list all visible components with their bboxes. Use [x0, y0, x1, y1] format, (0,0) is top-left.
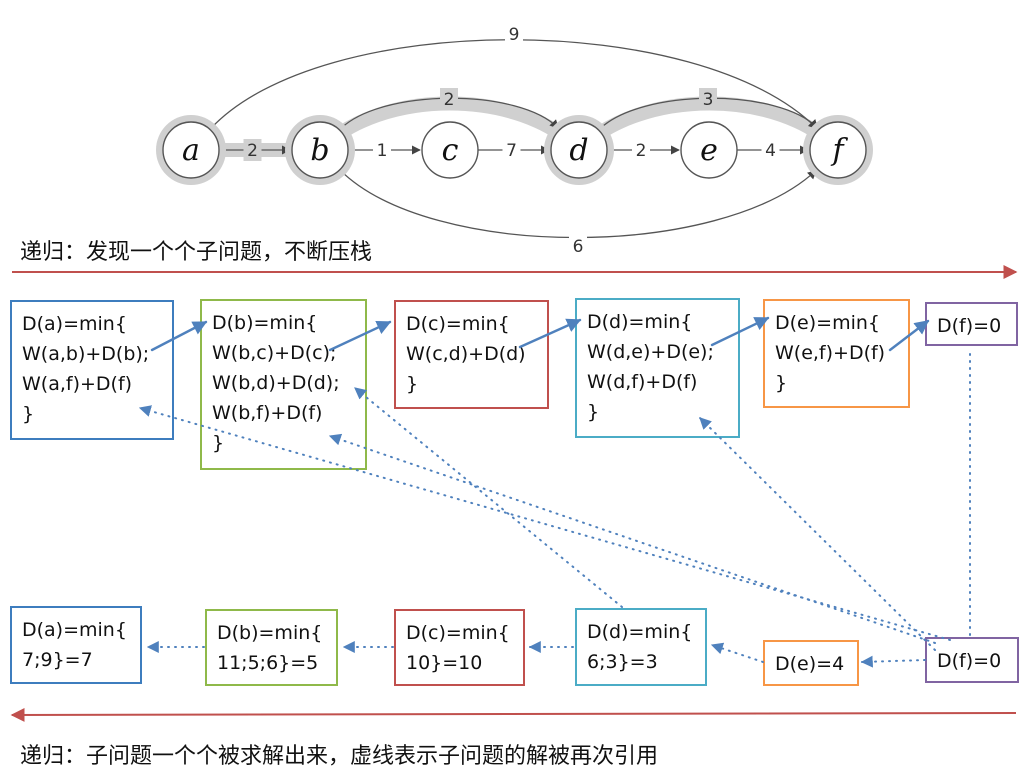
- edge-label-bg: [569, 235, 587, 257]
- top-box-d-b: D(b)=min{ W(b,c)+D(c); W(b,d)+D(d); W(b,f)+…: [200, 299, 367, 470]
- bottom-box-d-b: D(b)=min{ 11;5;6}=5: [205, 609, 338, 686]
- dotted-f-to-d: [699, 417, 936, 651]
- formula-line: W(e,f)+D(f): [775, 342, 886, 364]
- formula-line: D(e)=4: [775, 653, 845, 675]
- formula-line: D(b)=min{: [212, 312, 318, 334]
- edge-label-bg: [373, 139, 391, 161]
- formula-line: W(d,e)+D(e);: [587, 341, 714, 363]
- top-caption: 递归：发现一个个子问题，不断压栈: [20, 240, 373, 265]
- formula-line: }: [22, 403, 35, 425]
- dotted-f-to-e: [860, 655, 926, 668]
- formula-line: W(b,c)+D(c);: [212, 342, 337, 364]
- node-a: [162, 121, 220, 179]
- node-d: [550, 121, 608, 179]
- node-label-d: d: [569, 133, 588, 168]
- edge-weight-c-d: 7: [506, 141, 517, 161]
- formula-line: W(b,f)+D(f): [212, 402, 323, 424]
- edge-label-bg: [761, 139, 780, 161]
- edge-weight-e-f: 4: [765, 141, 776, 161]
- formula-line: 7;9}=7: [22, 649, 93, 671]
- edge-weight-b-f: 6: [573, 237, 584, 257]
- formula-line: 10}=10: [406, 652, 483, 674]
- formula-line: D(d)=min{: [587, 621, 693, 643]
- top-box-d-d: D(d)=min{ W(d,e)+D(e); W(d,f)+D(f)}: [575, 298, 740, 438]
- formula-line: W(d,f)+D(f): [587, 371, 698, 393]
- node-label-b: b: [310, 133, 329, 168]
- formula-line: D(c)=min{: [406, 622, 510, 644]
- formula-line: }: [587, 401, 600, 423]
- top-box-d-f: D(f)=0: [925, 302, 1018, 346]
- formula-line: }: [775, 372, 788, 394]
- formula-line: D(f)=0: [937, 315, 1002, 337]
- formula-line: W(a,b)+D(b);: [22, 343, 150, 365]
- edge-weight-a-b: 2: [247, 141, 258, 161]
- graph-edges: 2 1 7 2 4 2 3 9 6: [209, 23, 819, 257]
- formula-line: }: [212, 432, 225, 454]
- edge-label-bg: [502, 139, 521, 161]
- formula-line: D(d)=min{: [587, 311, 693, 333]
- edge-weight-b-d: 2: [444, 90, 455, 110]
- edge-weight-b-c: 1: [377, 141, 388, 161]
- formula-line: D(e)=min{: [775, 312, 880, 334]
- node-f: [809, 121, 867, 179]
- bottom-box-d-a: D(a)=min{ 7;9}=7: [10, 606, 142, 684]
- bottom-box-d-e: D(e)=4: [763, 640, 859, 686]
- bottom-box-d-f: D(f)=0: [925, 637, 1019, 683]
- edge-label-bg: [243, 139, 262, 161]
- node-c: [421, 121, 479, 179]
- node-b: [291, 121, 349, 179]
- node-label-a: a: [182, 133, 200, 168]
- formula-line: D(f)=0: [937, 650, 1002, 672]
- formula-line: D(c)=min{: [406, 313, 510, 335]
- node-label-c: c: [442, 133, 459, 168]
- bottom-box-d-c: D(c)=min{ 10}=10: [394, 609, 525, 686]
- bottom-box-d-d: D(d)=min{ 6;3}=3: [575, 608, 707, 686]
- formula-line: 11;5;6}=5: [217, 652, 319, 674]
- edge-weight-d-f: 3: [703, 90, 714, 110]
- edge-label-bg: [505, 23, 523, 45]
- edge-label-bg: [440, 88, 458, 110]
- dotted-e-to-d: [710, 642, 764, 663]
- formula-line: W(a,f)+D(f): [22, 373, 133, 395]
- edge-label-bg: [632, 139, 650, 161]
- formula-line: D(a)=min{: [22, 313, 127, 335]
- formula-line: D(a)=min{: [22, 619, 127, 641]
- formula-line: }: [406, 373, 419, 395]
- formula-line: 6;3}=3: [587, 651, 658, 673]
- bottom-rule-arrow: [10, 707, 1017, 722]
- formula-line: D(b)=min{: [217, 622, 323, 644]
- node-e: [680, 121, 738, 179]
- top-box-d-c: D(c)=min{ W(c,d)+D(d)}: [394, 300, 549, 409]
- bottom-caption: 递归：子问题一个个被求解出来，虚线表示子问题的解被再次引用: [20, 744, 659, 769]
- node-label-e: e: [700, 133, 718, 168]
- formula-line: W(b,d)+D(d);: [212, 372, 340, 394]
- edge-weight-d-e: 2: [636, 141, 647, 161]
- top-box-d-a: D(a)=min{ W(a,b)+D(b); W(a,f)+D(f)}: [10, 300, 174, 440]
- top-box-d-e: D(e)=min{ W(e,f)+D(f)}: [763, 299, 910, 408]
- edge-label-bg: [699, 88, 717, 110]
- edge-weight-a-f: 9: [509, 25, 520, 45]
- formula-line: W(c,d)+D(d): [406, 343, 526, 365]
